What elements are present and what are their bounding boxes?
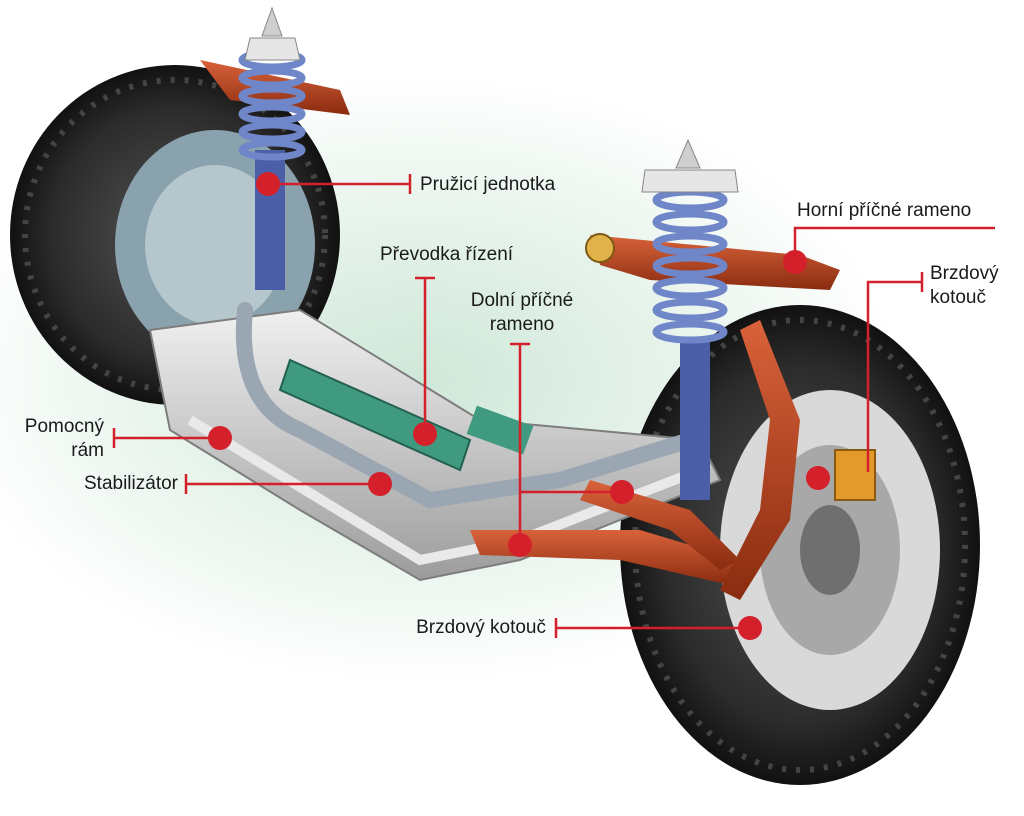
leader-lines	[112, 174, 995, 638]
marker-upper-arm	[783, 250, 807, 274]
label-lower-arm-line1: Dolní příčné	[470, 290, 574, 311]
label-brake-disc-bottom: Brzdový kotouč	[416, 617, 546, 638]
label-stabilizer: Stabilizátor	[84, 473, 178, 494]
leader-brake-disc-top	[866, 280, 922, 472]
right-knuckle	[720, 320, 800, 600]
leader-upper-arm	[793, 226, 995, 262]
marker-brake-disc-bottom	[738, 616, 762, 640]
label-steering-gear: Převodka řízení	[380, 244, 514, 265]
right-strut	[585, 138, 840, 500]
marker-lower-arm	[508, 533, 532, 557]
marker-stabilizer	[368, 472, 392, 496]
marker-lower-arm-2	[610, 480, 634, 504]
label-upper-arm: Horní příčné rameno	[797, 200, 972, 221]
label-subframe-line2: rám	[71, 440, 104, 461]
label-brake-disc-top-line1: Brzdový	[930, 263, 999, 284]
label-brake-disc-top-line2: kotouč	[930, 287, 986, 308]
marker-spring-unit	[256, 172, 280, 196]
markers	[208, 172, 830, 640]
label-lower-arm-line2: rameno	[489, 314, 555, 335]
label-spring-unit: Pružicí jednotka	[420, 174, 556, 195]
marker-subframe	[208, 426, 232, 450]
stabilizer-bar	[235, 302, 698, 509]
label-subframe-line1: Pomocný	[24, 416, 104, 437]
marker-steering-gear	[413, 422, 437, 446]
marker-brake-disc-top	[806, 466, 830, 490]
